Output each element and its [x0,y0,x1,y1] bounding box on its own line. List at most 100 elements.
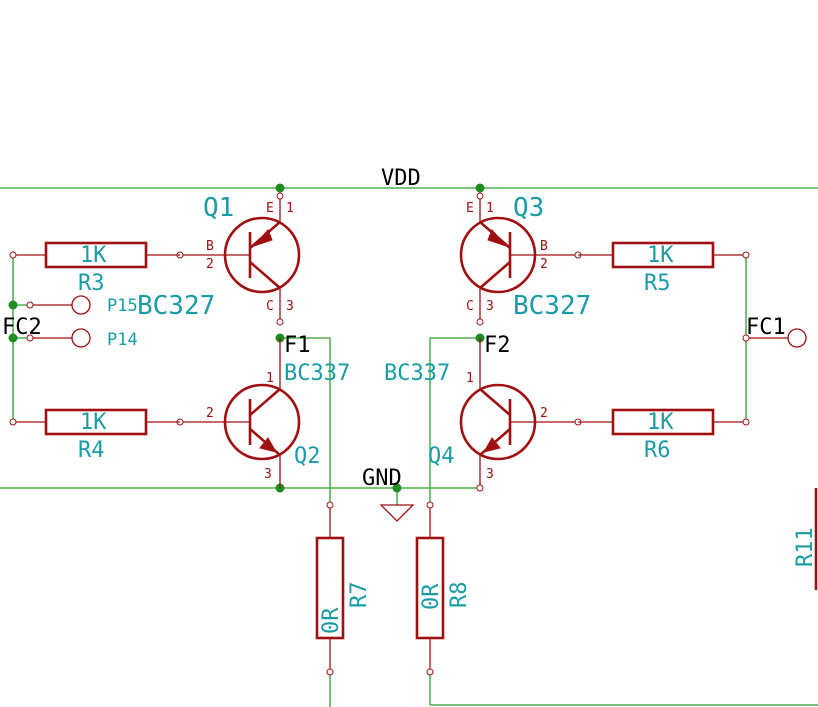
gnd-symbol: GND [362,466,415,522]
r3-ref: R3 [78,271,105,296]
q1-ref: Q1 [203,193,234,223]
q4-value: BC337 [384,361,450,386]
q1-value: BC327 [137,291,215,321]
q1-pin-e-label: E [266,201,274,216]
p15-ring [71,295,91,315]
r8-pin-1 [426,501,434,509]
transistor-q2[interactable]: Q2 BC337 1 2 3 [176,338,350,488]
r5-body [611,241,715,269]
q3-pin-c-label: C [466,299,474,314]
transistor-q4[interactable]: Q4 BC337 1 2 3 [384,338,582,492]
resistor-r7[interactable]: 0R R7 [315,501,372,676]
r8-ref: R8 [447,582,472,609]
r7-body [315,536,345,640]
r3-value: 1K [80,243,107,268]
r4-ref: R4 [78,438,105,463]
q3-pin3-label: 3 [486,299,494,314]
p14-pin [26,334,34,342]
r7-pin-1 [326,501,334,509]
junction-fc2-p15 [8,300,18,310]
q3-collector-lead [479,261,511,289]
junction-vdd-q3 [475,183,485,193]
r6-ref: R6 [644,438,671,463]
resistor-r4[interactable]: 1K R4 [9,408,180,463]
q4-arrow [482,437,501,453]
resistor-r8[interactable]: 0R R8 [415,501,472,676]
gnd-triangle [379,504,415,522]
q1-pin1-label: 1 [286,201,294,216]
f1-label: F1 [284,333,311,358]
resistor-r6[interactable]: 1K R6 [578,408,750,463]
r3-pin-1 [9,251,17,259]
p15-label: P15 [107,296,138,316]
transistor-q1[interactable]: Q1 BC327 1 3 E C B 2 [137,192,301,326]
r8-pin-2 [426,668,434,676]
r5-pin-2 [742,251,750,259]
resistor-r11[interactable]: R11 [793,488,818,590]
q4-pin-e [476,484,484,492]
q2-ref: Q2 [294,444,321,469]
q4-pin1-label: 1 [466,371,474,386]
q3-pin-e [476,192,484,200]
r7-value: 0R [319,607,344,634]
q1-pin2-label: 2 [206,257,214,272]
q2-pin1-label: 1 [266,371,274,386]
pad-fc1[interactable] [742,328,807,348]
q1-pin-c-label: C [266,299,274,314]
fc2-label: FC2 [2,315,42,340]
pad-p15[interactable]: P15 [26,295,138,316]
p15-pin [26,301,34,309]
r7-ref: R7 [347,582,372,609]
q4-collector-lead [479,388,511,416]
fc1-ring [787,328,807,348]
fc1-label: FC1 [746,315,786,340]
vdd-label: VDD [381,166,421,191]
p14-ring [71,328,91,348]
r6-pin-2 [742,418,750,426]
q1-pin3-label: 3 [286,299,294,314]
q4-pin3-label: 3 [486,467,494,482]
resistor-r5[interactable]: 1K R5 [578,241,750,296]
r8-value: 0R [419,583,444,610]
r5-ref: R5 [644,271,671,296]
f2-label: F2 [484,333,511,358]
fc1-pin [742,334,750,342]
r3-body [44,241,148,269]
q3-ref: Q3 [513,193,544,223]
q1-pin-b-label: B [206,239,214,254]
q1-pin-c [276,318,284,326]
resistor-r3[interactable]: 1K R3 [9,241,180,296]
r4-pin-1 [9,418,17,426]
q3-value: BC327 [513,291,591,321]
junction-fc2-p14 [8,333,18,343]
q3-pin1-label: 1 [486,201,494,216]
r6-value: 1K [647,410,674,435]
q4-ref: Q4 [428,444,455,469]
q3-pin-e-label: E [466,201,474,216]
r7-pin-2 [326,668,334,676]
q1-collector-lead [249,261,281,289]
q2-collector-lead [249,388,281,416]
q2-value: BC337 [284,361,350,386]
q1-arrow [252,229,273,248]
r4-value: 1K [80,410,107,435]
r8-body [415,536,445,640]
p14-label: P14 [107,330,138,350]
q4-pin2-label: 2 [540,406,548,421]
q3-arrow [487,229,508,248]
r5-value: 1K [647,243,674,268]
q3-pin-b-label: B [540,239,548,254]
r4-body [44,408,148,436]
transistor-q3[interactable]: Q3 BC327 1 3 E C B 2 [459,192,591,326]
q3-pin-c [476,318,484,326]
gnd-label: GND [362,466,402,491]
q2-pin2-label: 2 [206,406,214,421]
r6-body [611,408,715,436]
junction-vdd-q1 [275,183,285,193]
q1-pin-e [276,192,284,200]
pad-p14[interactable]: P14 [26,328,138,350]
junction-gnd [392,483,402,493]
q2-arrow [259,437,278,453]
q3-pin2-label: 2 [540,257,548,272]
